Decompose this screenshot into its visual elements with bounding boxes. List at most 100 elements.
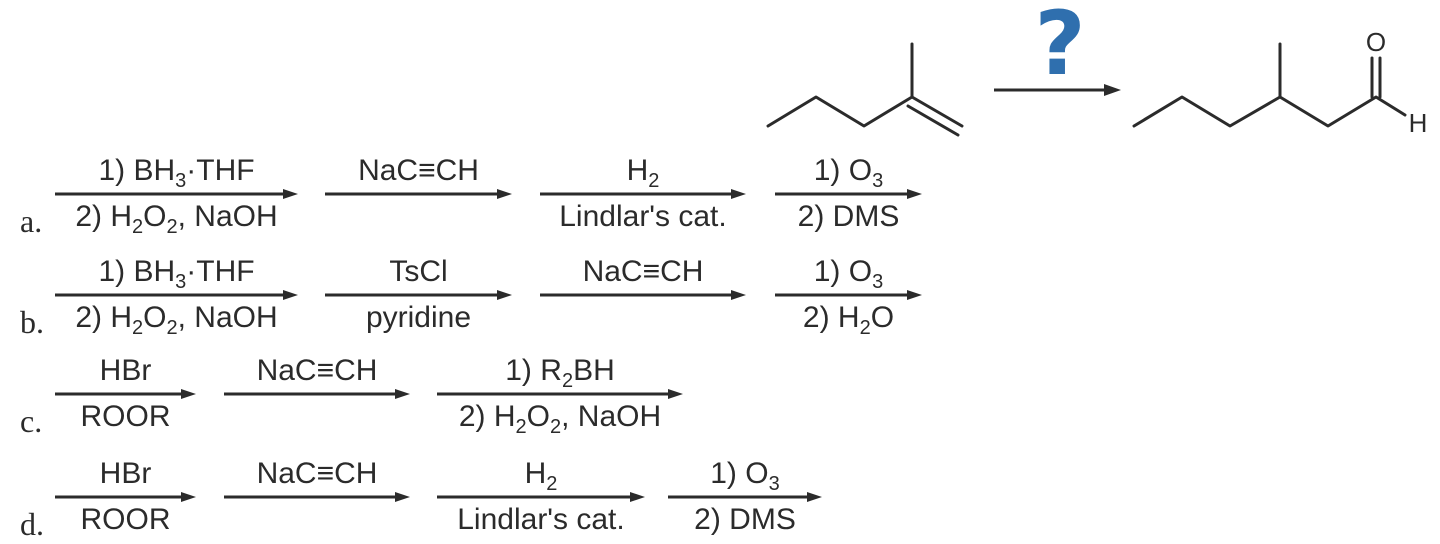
- reagent-above: H2: [627, 154, 660, 192]
- product: O H: [1132, 27, 1428, 138]
- product-chain: [1132, 95, 1407, 128]
- subscript: 2: [132, 317, 143, 339]
- reagent-below: ROOR: [81, 400, 171, 433]
- subscript: 2: [546, 473, 557, 495]
- reaction-arrow-head: [907, 290, 922, 300]
- reagent-text-segment: NaC≡CH: [583, 255, 704, 288]
- double-bond-second-line: [906, 104, 960, 137]
- reagent-below: 2) H2O: [803, 301, 894, 339]
- option-letter: b.: [20, 304, 44, 340]
- question-mark: ?: [1034, 0, 1085, 95]
- reagent-text-segment: 1) BH: [98, 154, 175, 187]
- reagent-text-segment: O: [143, 301, 166, 334]
- subscript: 2: [167, 317, 178, 339]
- reagent-text-segment: NaC≡CH: [257, 354, 378, 387]
- reagent-text-segment: pyridine: [366, 301, 471, 334]
- reagent-text-segment: 2) DMS: [694, 503, 796, 536]
- reagent-text-segment: 1) O: [814, 154, 872, 187]
- reagent-above: TsCl: [389, 255, 447, 288]
- subscript: 3: [872, 170, 883, 192]
- reagent-above: HBr: [100, 457, 152, 490]
- target-arrow-head: [1104, 84, 1121, 96]
- subscript: 2: [167, 216, 178, 238]
- reagent-text-segment: 2) DMS: [798, 200, 900, 233]
- reaction-arrow-head: [907, 189, 922, 199]
- reagent-text-segment: 1) BH: [98, 255, 175, 288]
- reaction-arrow-head: [731, 290, 746, 300]
- reaction-arrow-head: [668, 389, 683, 399]
- reagent-text-segment: HBr: [100, 354, 152, 387]
- reaction-arrow-head: [497, 290, 512, 300]
- subscript: 2: [860, 317, 871, 339]
- reagent-above: 1) BH3·THF: [98, 154, 254, 192]
- target-arrow: ?: [994, 0, 1121, 96]
- reagent-below: ROOR: [81, 503, 171, 536]
- reaction-step: 1) O3 2) DMS: [668, 457, 822, 536]
- reaction-step: TsCl pyridine: [325, 255, 512, 334]
- reagent-text-segment: ·THF: [186, 154, 254, 187]
- reagent-above: 1) O3: [710, 457, 779, 495]
- reagent-text-segment: ·THF: [186, 255, 254, 288]
- reaction-arrow-head: [181, 389, 196, 399]
- reaction-step: NaC≡CH: [540, 255, 746, 300]
- reagent-text-segment: H: [525, 457, 547, 490]
- subscript: 2: [648, 170, 659, 192]
- subscript: 3: [872, 271, 883, 293]
- reagent-text-segment: 2) H: [803, 301, 860, 334]
- reagent-above: 1) R2BH: [505, 354, 615, 392]
- reagent-text-segment: O: [143, 200, 166, 233]
- reagent-text-segment: 1) O: [814, 255, 872, 288]
- reagent-below: 2) H2O2, NaOH: [459, 400, 661, 438]
- option-letter: d.: [20, 506, 44, 542]
- reagent-text-segment: 1) O: [710, 457, 768, 490]
- reagent-above: 1) O3: [814, 255, 883, 293]
- reagent-text-segment: 2) H: [459, 400, 516, 433]
- reagent-below: 2) H2O2, NaOH: [75, 301, 277, 339]
- starting-material: [766, 42, 964, 137]
- reagent-text-segment: , NaOH: [178, 301, 278, 334]
- reaction-arrow-head: [497, 189, 512, 199]
- reagent-below: pyridine: [366, 301, 471, 334]
- carbon-chain: [766, 95, 964, 128]
- reagent-text-segment: ROOR: [81, 503, 171, 536]
- reagent-above: H2: [525, 457, 558, 495]
- reaction-arrow-head: [283, 290, 298, 300]
- hydrogen-atom: H: [1409, 108, 1428, 138]
- reaction-arrow-head: [395, 492, 410, 502]
- reagent-above: 1) O3: [814, 154, 883, 192]
- reaction-step: NaC≡CH: [224, 354, 410, 399]
- reagent-text-segment: 2) H: [75, 301, 132, 334]
- reaction-arrow-head: [807, 492, 822, 502]
- oxygen-atom: O: [1366, 27, 1386, 57]
- subscript: 3: [769, 473, 780, 495]
- reagent-text-segment: Lindlar's cat.: [457, 503, 624, 536]
- reagent-text-segment: O: [871, 301, 894, 334]
- reaction-step: NaC≡CH: [325, 154, 512, 199]
- reagent-below: Lindlar's cat.: [559, 200, 726, 233]
- reagent-text-segment: O: [527, 400, 550, 433]
- reaction-arrow-head: [731, 189, 746, 199]
- reagent-below: Lindlar's cat.: [457, 503, 624, 536]
- subscript: 2: [550, 416, 561, 438]
- reagent-text-segment: , NaOH: [561, 400, 661, 433]
- reagent-above: NaC≡CH: [358, 154, 479, 187]
- reagent-above: HBr: [100, 354, 152, 387]
- subscript: 2: [132, 216, 143, 238]
- reagent-below: 2) DMS: [694, 503, 796, 536]
- option-letter: a.: [20, 203, 42, 239]
- subscript: 2: [516, 416, 527, 438]
- reagent-text-segment: H: [627, 154, 649, 187]
- option-letter: c.: [20, 403, 42, 439]
- reagent-above: NaC≡CH: [257, 354, 378, 387]
- subscript: 2: [562, 370, 573, 392]
